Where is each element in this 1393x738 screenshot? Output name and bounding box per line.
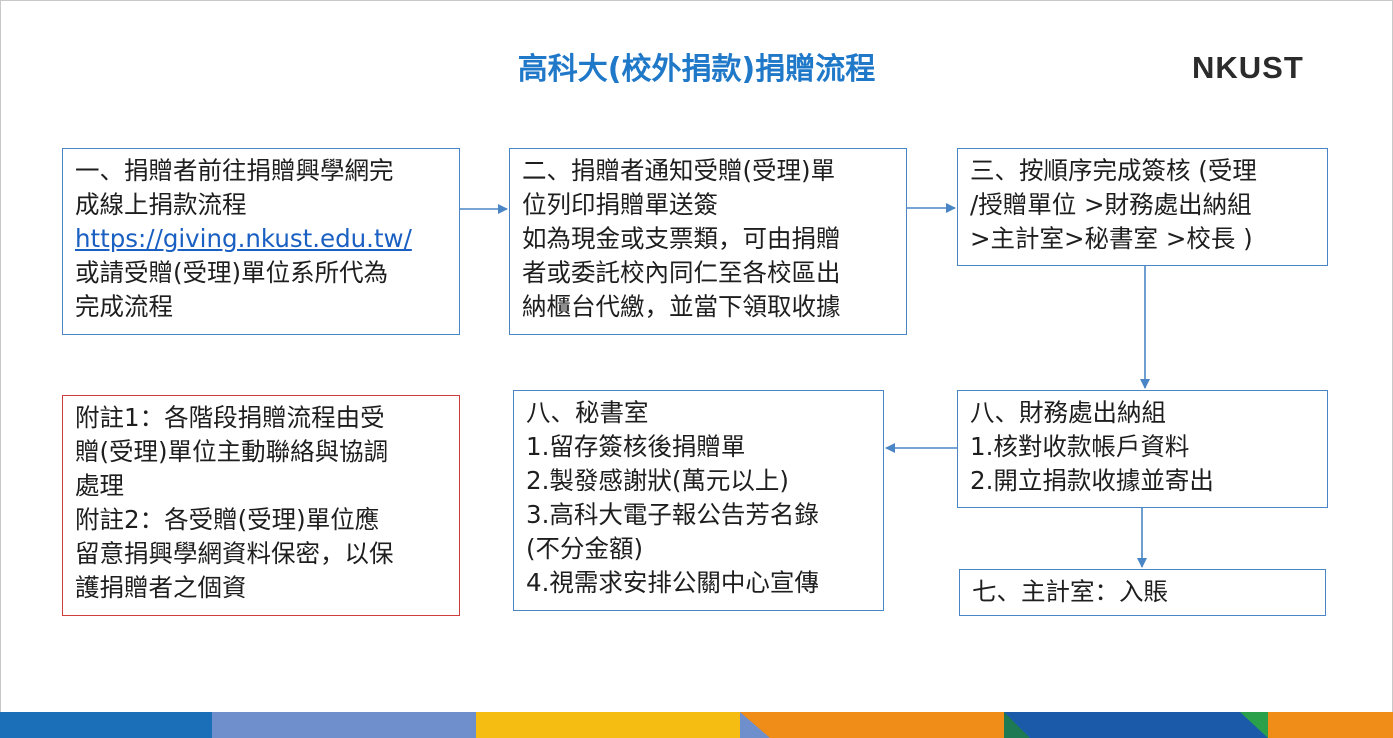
accounting-box: 七、主計室：入賬: [959, 569, 1326, 616]
step-3-line: /授贈單位 >財務處出納組: [970, 190, 1252, 219]
note-line: 留意捐興學網資料保密，以保: [75, 539, 394, 568]
footer-band-orange: [740, 712, 1004, 738]
secretariat-line: 4.視需求安排公關中心宣傳: [526, 568, 819, 597]
page-title: 高科大(校外捐款)捐贈流程: [517, 52, 876, 87]
step-3-box: 三、按順序完成簽核 (受理 /授贈單位 >財務處出納組 >主計室>秘書室 >校長…: [957, 148, 1328, 266]
step-1-box: 一、捐贈者前往捐贈興學網完 成線上捐款流程 https://giving.nku…: [62, 148, 460, 335]
step-1-line: 成線上捐款流程: [75, 190, 247, 219]
secretariat-line: 3.高科大電子報公告芳名錄: [526, 500, 819, 529]
finance-line: 八、財務處出納組: [970, 398, 1166, 427]
step-2-line: 如為現金或支票類，可由捐贈: [522, 224, 841, 253]
giving-website-link[interactable]: https://giving.nkust.edu.tw/: [75, 224, 412, 253]
note-line: 處理: [75, 471, 124, 500]
finance-box: 八、財務處出納組 1.核對收款帳戶資料 2.開立捐款收據並寄出: [957, 390, 1328, 508]
step-1-line: 完成流程: [75, 292, 173, 321]
step-2-line: 納櫃台代繳，並當下領取收據: [522, 292, 841, 321]
note-line: 護捐贈者之個資: [75, 573, 247, 602]
step-2-box: 二、捐贈者通知受贈(受理)單 位列印捐贈單送簽 如為現金或支票類，可由捐贈 者或…: [509, 148, 907, 335]
nkust-logo: NKUST: [1192, 50, 1304, 85]
secretariat-line: 八、秘書室: [526, 398, 649, 427]
secretariat-line: 1.留存簽核後捐贈單: [526, 432, 746, 461]
step-3-line: >主計室>秘書室 >校長 ): [970, 224, 1253, 253]
finance-line: 2.開立捐款收據並寄出: [970, 466, 1214, 495]
note-line: 附註2：各受贈(受理)單位應: [75, 505, 380, 534]
step-2-line: 位列印捐贈單送簽: [522, 190, 718, 219]
secretariat-line: 2.製發感謝狀(萬元以上): [526, 466, 789, 495]
note-line: 附註1：各階段捐贈流程由受: [75, 403, 385, 432]
step-1-line: 或請受贈(受理)單位系所代為: [75, 258, 389, 287]
footer-band-yellow: [476, 712, 740, 738]
footer-band-lightblue: [212, 712, 476, 738]
note-box: 附註1：各階段捐贈流程由受 贈(受理)單位主動聯絡與協調 處理 附註2：各受贈(…: [62, 395, 460, 616]
note-line: 贈(受理)單位主動聯絡與協調: [75, 437, 389, 466]
secretariat-line: (不分金額): [526, 534, 644, 563]
footer-band-blue: [0, 712, 212, 738]
finance-line: 1.核對收款帳戶資料: [970, 432, 1190, 461]
secretariat-box: 八、秘書室 1.留存簽核後捐贈單 2.製發感謝狀(萬元以上) 3.高科大電子報公…: [513, 390, 884, 611]
accounting-line: 七、主計室：入賬: [972, 577, 1168, 606]
step-3-line: 三、按順序完成簽核 (受理: [970, 156, 1257, 185]
step-1-line: 一、捐贈者前往捐贈興學網完: [75, 156, 394, 185]
footer-band-shapes: [740, 712, 1393, 738]
step-2-line: 二、捐贈者通知受贈(受理)單: [522, 156, 836, 185]
step-2-line: 者或委託校內同仁至各校區出: [522, 258, 841, 287]
